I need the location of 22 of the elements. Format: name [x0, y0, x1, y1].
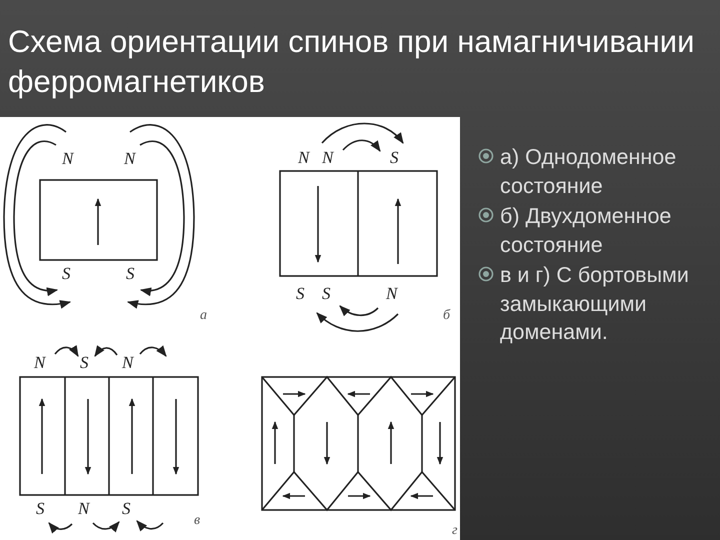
pole-label: S	[62, 265, 70, 282]
pole-label: S	[80, 354, 88, 371]
slide-title: Схема ориентации спинов при намагничивании ферромагнетиков	[8, 23, 696, 101]
pole-label: S	[126, 265, 134, 282]
pole-label: S	[390, 149, 398, 166]
pole-label: S	[322, 285, 330, 302]
pole-label: N	[62, 150, 74, 167]
pole-label: N	[124, 150, 136, 167]
pole-label: N	[34, 354, 46, 371]
pole-label: N	[298, 149, 310, 166]
pole-label: S	[122, 500, 130, 517]
figure-letter: а	[200, 307, 207, 324]
pole-label: N	[386, 285, 398, 302]
pole-label: S	[36, 500, 44, 517]
figure-letter: г	[452, 522, 458, 539]
pole-label: N	[322, 149, 334, 166]
pole-label: N	[122, 354, 134, 371]
pole-label: N	[78, 500, 90, 517]
bullet-text: в и г) С бортовыми замыкающими доменами.	[500, 262, 690, 346]
figure-letter: б	[443, 307, 450, 324]
pole-label: S	[296, 285, 304, 302]
figure-letter: в	[194, 512, 200, 529]
